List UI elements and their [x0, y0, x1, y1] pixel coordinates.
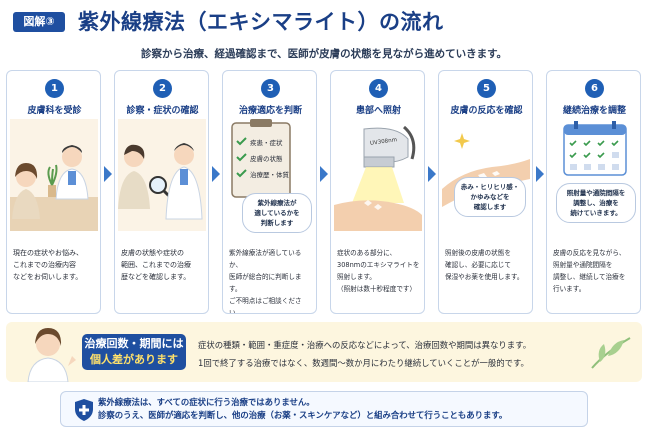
step-description: 皮膚の状態や症状の 範囲、これまでの治療 歴などを確認します。	[121, 249, 191, 281]
arrow-right-icon	[104, 166, 112, 182]
leaf-icon	[591, 337, 631, 369]
arrow-right-icon	[212, 166, 220, 182]
step-description: 皮膚の反応を見ながら、 照射量や通院間隔を 調整し、継続して治療を 行います。	[553, 249, 626, 293]
speech-bubble: 赤み・ヒリヒリ感・ かゆみなどを 確認します	[454, 177, 526, 217]
step-number: 5	[477, 79, 496, 98]
step-card-2: 2 診察・症状の確認 皮膚の状態や症状の 範囲、これまでの治療	[114, 70, 209, 314]
step-number: 4	[369, 79, 388, 98]
step-title: 患部へ照射	[355, 106, 401, 116]
step-card-5: 5 皮膚の反応を確認 赤み・ヒリヒリ感・ かゆみなどを 確認します 照射後の皮膚…	[438, 70, 533, 314]
step-title: 診察・症状の確認	[126, 106, 199, 116]
header: 図解③ 紫外線療法（エキシマライト）の流れ	[0, 0, 648, 44]
skin-reaction-illustration: 赤み・ヒリヒリ感・ かゆみなどを 確認します	[442, 119, 530, 231]
step-number: 3	[261, 79, 280, 98]
step-number: 6	[585, 79, 604, 98]
step-description: 紫外線療法が適しているか、 医師が総合的に判断します。 ご不明点はご相談ください…	[229, 249, 302, 314]
checklist-item: 皮膚の状態	[250, 155, 283, 163]
step-card-1: 1 皮膚科を受診 現在の症状やお悩み、 これまでの治療内容	[6, 70, 101, 314]
steps-row: 1 皮膚科を受診 現在の症状やお悩み、 これまでの治療内容	[6, 70, 642, 314]
step-title: 治療適応を判断	[238, 106, 302, 116]
arrow-right-icon	[428, 166, 436, 182]
shield-icon	[75, 399, 93, 421]
step-title: 皮膚科を受診	[27, 106, 82, 116]
step-description: 現在の症状やお悩み、 これまでの治療内容 などをお伺いします。	[13, 249, 83, 281]
footer-notice	[60, 391, 588, 427]
checklist: 疾患・症状 皮膚の状態 治療歴・体質	[250, 135, 289, 183]
step-number: 1	[45, 79, 64, 98]
arrow-right-icon	[320, 166, 328, 182]
footer-text: 紫外線療法は、すべての症状に行う治療ではありません。 診察のうえ、医師が適応を判…	[98, 397, 508, 420]
note-label: 治療回数・期間には 個人差があります	[82, 334, 186, 370]
consultation-illustration	[10, 119, 98, 231]
excimer-device-illustration: UV308nm	[334, 119, 422, 231]
arrow-right-icon	[536, 166, 544, 182]
step-card-4: 4 患部へ照射 UV308nm 症状のある部分に、 308nmのエキシマライトを…	[330, 70, 425, 314]
speech-bubble: 照射量や通院間隔を 調整し、治療を 続けていきます。	[556, 183, 636, 223]
examination-illustration	[118, 119, 206, 231]
step-card-3: 3 治療適応を判断 疾患・症状 皮膚の状態 治療歴・体質 紫外線療法が 適してい…	[222, 70, 317, 314]
step-description: 照射後の皮膚の状態を 確認し、必要に応じて 保湿やお薬を使用します。	[445, 249, 524, 281]
speech-bubble: 紫外線療法が 適しているかを 判断します	[242, 193, 312, 233]
step-card-6: 6 継続治療を調整 照射量や通院間隔を 調整し、治療を 続け	[546, 70, 641, 314]
page-subtitle: 診察から治療、経過確認まで、医師が皮膚の状態を見ながら進めていきます。	[140, 48, 508, 60]
note-text: 症状の種類・範囲・重症度・治療への反応などによって、治療回数や期間は異なります。…	[198, 340, 532, 368]
checklist-item: 治療歴・体質	[250, 171, 289, 179]
step-title: 皮膚の反応を確認	[450, 106, 523, 116]
individual-difference-note	[6, 322, 642, 382]
calendar-illustration: 照射量や通院間隔を 調整し、治療を 続けていきます。	[550, 119, 638, 231]
step-description: 症状のある部分に、 308nmのエキシマライトを 照射します。 （照射は数十秒程…	[337, 249, 420, 293]
checklist-item: 疾患・症状	[250, 139, 283, 147]
figure-label: 図解③	[13, 12, 65, 32]
nurse-illustration	[27, 328, 76, 382]
clipboard-illustration: 疾患・症状 皮膚の状態 治療歴・体質 紫外線療法が 適しているかを 判断します	[226, 119, 314, 233]
step-number: 2	[153, 79, 172, 98]
page-title: 紫外線療法（エキシマライト）の流れ	[78, 10, 444, 34]
step-title: 継続治療を調整	[562, 106, 626, 116]
